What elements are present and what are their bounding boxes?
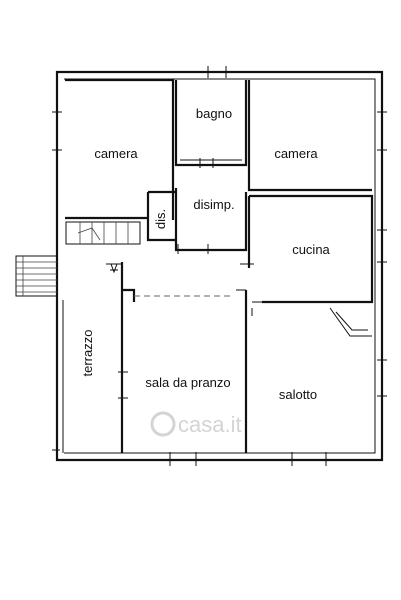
staircase (65, 221, 141, 245)
room-label-camera-left: camera (94, 146, 138, 161)
room-label-salotto: salotto (279, 387, 317, 402)
room-label-cucina: cucina (292, 242, 330, 257)
room-label-sala-da-pranzo: sala da pranzo (145, 375, 230, 390)
watermark-text: casa.it (178, 412, 242, 437)
room-label-disimp: disimp. (193, 197, 234, 212)
room-label-camera-right: camera (274, 146, 318, 161)
room-label-dis: dis. (153, 209, 168, 229)
openings (52, 66, 387, 466)
upper-walls (65, 78, 374, 304)
room-label-bagno: bagno (196, 106, 232, 121)
watermark: casa.it (150, 411, 242, 437)
watermark-logo-icon (150, 411, 176, 437)
external-stairs (15, 255, 58, 297)
lower-walls (120, 262, 372, 453)
room-label-terrazzo: terrazzo (80, 330, 95, 377)
exterior-walls (55, 70, 384, 462)
terrace-area (56, 296, 64, 460)
